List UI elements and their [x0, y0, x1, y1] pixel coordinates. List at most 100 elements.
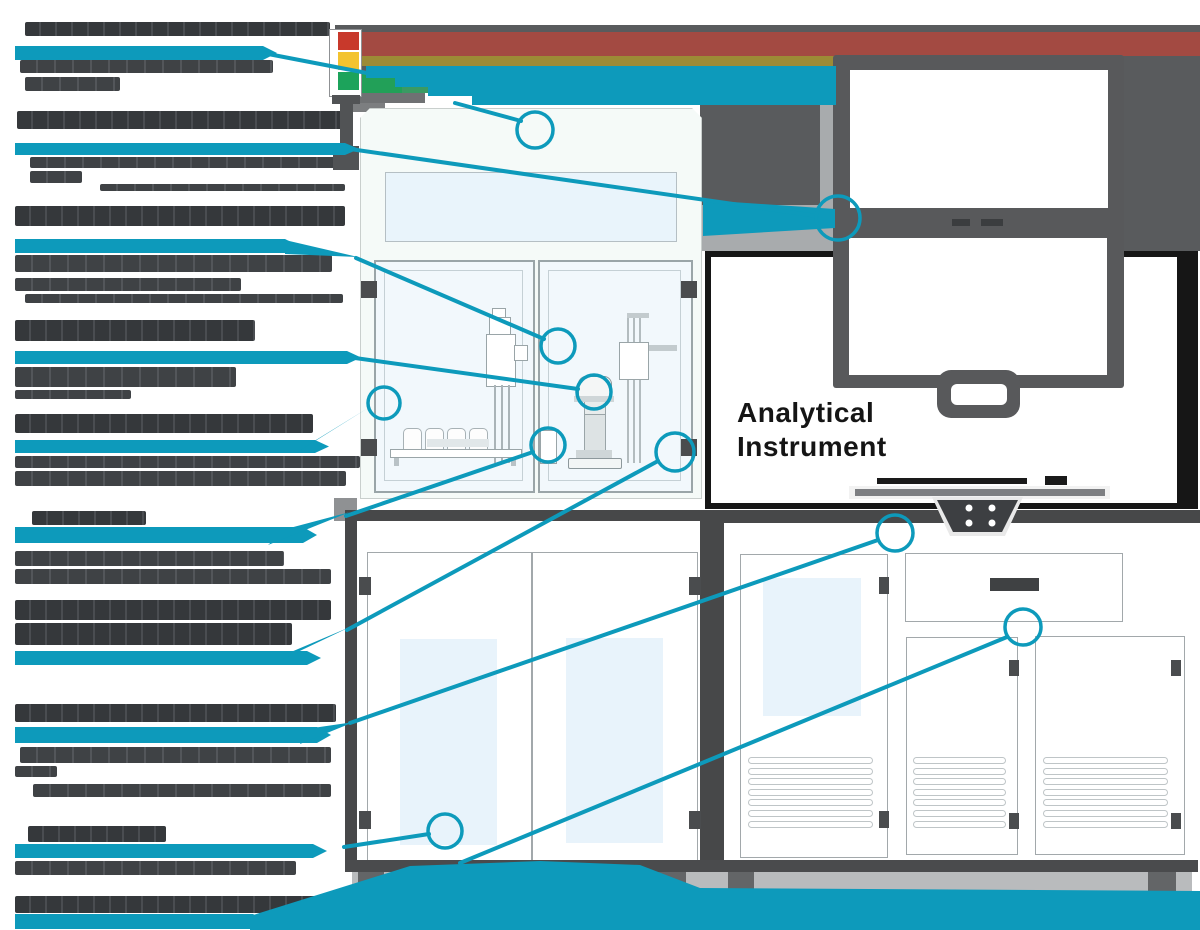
vent-slat: [748, 757, 873, 764]
callout-leader-line: [344, 450, 535, 518]
centrifuge-base: [568, 458, 622, 469]
door-window: [566, 638, 663, 843]
drawer-handle: [990, 578, 1039, 591]
callout-leader-swoosh: [283, 627, 350, 659]
redacted-text-line: [30, 157, 343, 168]
robot-rod: [501, 385, 503, 463]
red-stripe: [335, 32, 1200, 56]
rail-track: [639, 315, 641, 463]
instrument-label-line2: Instrument: [737, 431, 887, 462]
vent-slat: [748, 767, 873, 775]
monitor-mount: [937, 500, 1018, 532]
vent-slat: [748, 809, 873, 817]
callout-leader-swoosh: [300, 722, 354, 744]
callout-leader-line: [345, 459, 660, 632]
instrument-label: Analytical Instrument: [737, 396, 887, 464]
callout-leader-swoosh: [703, 200, 835, 236]
redacted-text-line: [15, 861, 296, 875]
rack-leg: [394, 457, 399, 466]
callout-leader-line: [348, 147, 819, 218]
callout-highlight-bar: [15, 239, 299, 253]
vent-slat: [1043, 757, 1168, 764]
callout-10: [1003, 607, 1043, 647]
door-hinge: [689, 577, 701, 595]
door-hinge: [359, 811, 371, 829]
callout-1: [515, 110, 555, 150]
bench-divider: [700, 510, 724, 872]
rail-carriage: [619, 342, 649, 380]
redacted-heading-line: [25, 22, 330, 36]
redacted-heading-line: [28, 826, 166, 842]
redacted-heading-line: [15, 623, 292, 645]
redacted-heading-line: [15, 896, 331, 913]
vent-slat: [913, 788, 1006, 796]
callout-highlight-bar: [15, 651, 321, 665]
callout-8: [875, 513, 915, 553]
mount-bolt: [988, 504, 996, 512]
redacted-text-line: [15, 569, 331, 584]
callout-3: [539, 327, 577, 365]
rail-track: [627, 315, 629, 463]
door-hinge: [1171, 660, 1181, 676]
vent-slat: [748, 778, 873, 786]
monitor-button: [952, 219, 970, 226]
callout-leader-line: [354, 256, 546, 341]
redacted-text-line: [15, 551, 284, 566]
callout-highlight-bar: [15, 527, 317, 543]
centrifuge-lip: [574, 396, 614, 402]
door-window: [400, 639, 497, 845]
redacted-text-line: [15, 278, 241, 291]
door-hinge: [361, 439, 377, 456]
redacted-text-line: [15, 766, 57, 777]
redacted-text-line: [25, 77, 120, 91]
backdrop-gap: [700, 92, 833, 207]
rail-track: [633, 315, 635, 463]
callout-leader-line: [342, 832, 431, 849]
callout-highlight-bar: [15, 440, 329, 453]
vent-slat: [1043, 778, 1168, 786]
callout-label-column: [0, 0, 360, 930]
door-hinge: [361, 281, 377, 298]
robot-rod: [508, 385, 510, 463]
backdrop-right: [1124, 92, 1200, 251]
callout-leader-swoosh: [366, 66, 836, 105]
vent-slat: [748, 788, 873, 796]
callout-2: [814, 194, 862, 242]
vent-slat: [913, 778, 1006, 786]
enclosure-window: [385, 172, 677, 242]
redacted-heading-line: [15, 600, 331, 620]
callout-highlight-bar: [15, 727, 331, 743]
vent-slat: [913, 809, 1006, 817]
door-hinge: [1009, 813, 1019, 829]
vent-slat: [1043, 788, 1168, 796]
redacted-text-line: [20, 747, 331, 763]
monitor-stand-hole: [951, 384, 1007, 405]
monitor-button: [981, 219, 1003, 226]
door-hinge: [1009, 660, 1019, 676]
redacted-text-line: [30, 171, 82, 183]
callout-leader-line: [458, 635, 1009, 865]
instrument-slot: [877, 478, 1027, 484]
redacted-heading-line: [15, 414, 313, 433]
callout-highlight-bar: [15, 914, 267, 929]
redacted-text-line: [33, 784, 331, 797]
signal-tower-cap: [332, 95, 360, 104]
redacted-heading-line: [32, 511, 146, 525]
door-hinge: [681, 281, 697, 298]
callout-leader-line: [453, 101, 523, 123]
vent-slat: [913, 820, 1006, 828]
callout-5: [366, 385, 402, 421]
redacted-text-line: [15, 390, 131, 399]
redacted-text-line: [15, 255, 332, 272]
rack-leg: [511, 457, 516, 466]
cabinet-door: [906, 637, 1018, 855]
mount-bolt: [988, 519, 996, 527]
redacted-heading-line: [15, 704, 336, 722]
rack-rail: [390, 449, 522, 458]
callout-leader-line: [353, 356, 580, 391]
monitor-screen-top: [850, 70, 1108, 208]
redacted-heading-line: [17, 111, 345, 129]
redacted-text-line: [20, 60, 273, 73]
